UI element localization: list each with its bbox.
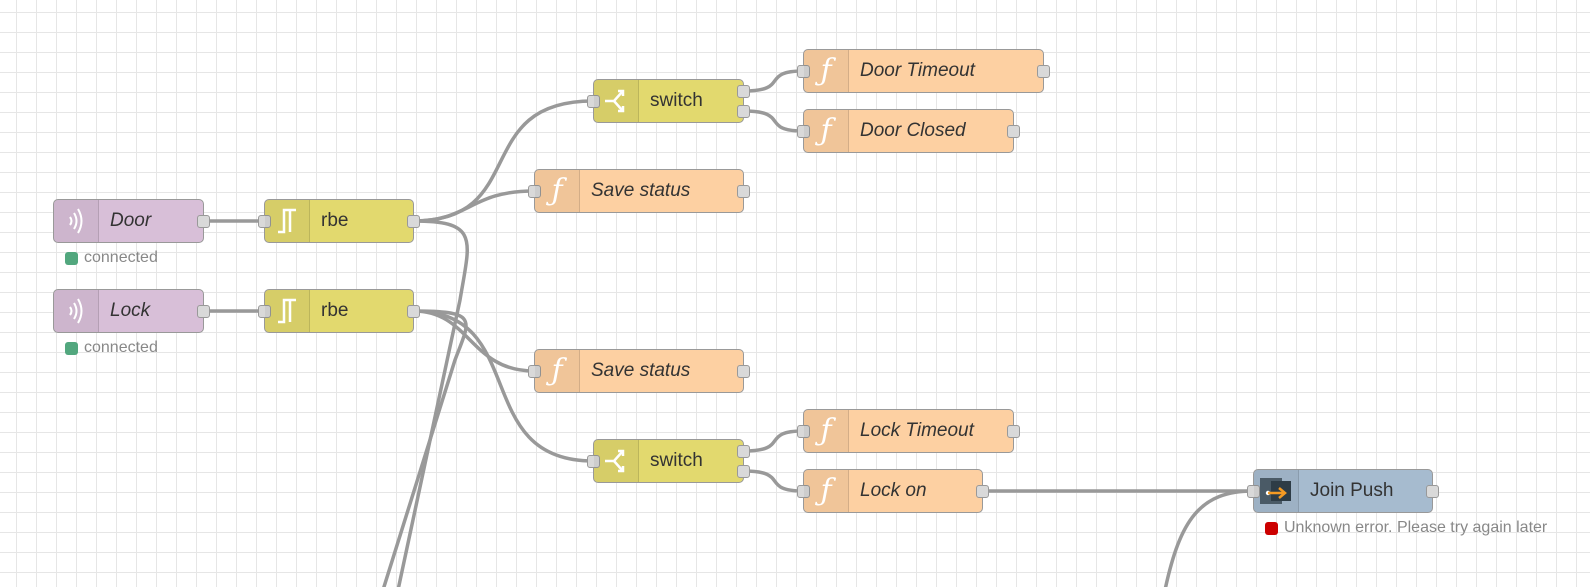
wire-rbe-door-down	[396, 219, 469, 587]
status-text: connected	[84, 339, 158, 356]
input-port[interactable]	[587, 455, 600, 468]
node-switch-lock[interactable]: switch	[587, 439, 750, 483]
node-label: Door Timeout	[860, 60, 975, 81]
node-function-door-timeout[interactable]: ƒ Door Timeout	[797, 49, 1050, 93]
function-icon: ƒ	[535, 350, 580, 392]
output-port[interactable]	[407, 305, 420, 318]
output-port[interactable]	[1007, 425, 1020, 438]
output-port-2[interactable]	[737, 465, 750, 478]
output-port[interactable]	[1007, 125, 1020, 138]
output-port[interactable]	[737, 365, 750, 378]
join-push-icon	[1254, 470, 1299, 512]
output-port[interactable]	[197, 305, 210, 318]
input-port[interactable]	[528, 185, 541, 198]
rbe-icon	[265, 290, 310, 332]
node-function-lock-on[interactable]: ƒ Lock on	[797, 469, 989, 513]
wire-rbe-lock-down	[382, 309, 468, 587]
wire-rbe-lock-switch	[413, 309, 594, 463]
input-port[interactable]	[258, 305, 271, 318]
node-function-save-status-door[interactable]: ƒ Save status	[528, 169, 750, 213]
wire-switch-door-timeout	[743, 69, 804, 93]
node-function-door-closed[interactable]: ƒ Door Closed	[797, 109, 1020, 153]
wire-switch-door-closed	[743, 109, 804, 133]
wire-rbe-door-save	[413, 189, 535, 223]
status-text: Unknown error. Please try again later	[1284, 519, 1548, 536]
status-dot-icon	[1265, 521, 1278, 535]
status-lock: connected	[65, 339, 158, 357]
mqtt-icon	[54, 200, 99, 242]
output-port[interactable]	[1426, 485, 1439, 498]
function-icon: ƒ	[535, 170, 580, 212]
wire-rbe-lock-save	[413, 309, 535, 373]
output-port[interactable]	[407, 215, 420, 228]
input-port[interactable]	[797, 425, 810, 438]
function-icon: ƒ	[804, 110, 849, 152]
node-label: Join Push	[1310, 480, 1394, 501]
input-port[interactable]	[797, 485, 810, 498]
wire-switch-lock-timeout	[743, 429, 804, 453]
switch-icon	[594, 80, 639, 122]
output-port-1[interactable]	[737, 85, 750, 98]
node-label: Save status	[591, 180, 691, 201]
input-port[interactable]	[1247, 485, 1260, 498]
node-function-save-status-lock[interactable]: ƒ Save status	[528, 349, 750, 393]
wire-switch-lock-on	[743, 469, 804, 493]
switch-icon	[594, 440, 639, 482]
node-label: Lock Timeout	[860, 420, 974, 441]
status-dot-icon	[65, 251, 78, 265]
function-icon: ƒ	[804, 410, 849, 452]
status-door: connected	[65, 249, 158, 267]
node-rbe-lock[interactable]: rbe	[258, 289, 420, 333]
input-port[interactable]	[797, 125, 810, 138]
status-join-push: Unknown error. Please try again later	[1265, 519, 1547, 537]
input-port[interactable]	[528, 365, 541, 378]
input-port[interactable]	[587, 95, 600, 108]
node-label: Save status	[591, 360, 691, 381]
output-port[interactable]	[976, 485, 989, 498]
output-port-1[interactable]	[737, 445, 750, 458]
mqtt-icon	[54, 290, 99, 332]
status-dot-icon	[65, 341, 78, 355]
status-text: connected	[84, 249, 158, 266]
node-label: Lock on	[860, 480, 927, 501]
node-label: switch	[650, 90, 703, 111]
node-label: Door Closed	[860, 120, 966, 141]
node-rbe-door[interactable]: rbe	[258, 199, 420, 243]
node-label: switch	[650, 450, 703, 471]
input-port[interactable]	[797, 65, 810, 78]
wire-joinpush-incoming	[1163, 489, 1254, 587]
output-port[interactable]	[737, 185, 750, 198]
output-port[interactable]	[197, 215, 210, 228]
node-join-push[interactable]: Join Push	[1247, 469, 1439, 513]
node-function-lock-timeout[interactable]: ƒ Lock Timeout	[797, 409, 1020, 453]
node-label: rbe	[321, 300, 349, 321]
node-switch-door[interactable]: switch	[587, 79, 750, 123]
node-label: Lock	[110, 300, 151, 321]
output-port-2[interactable]	[737, 105, 750, 118]
input-port[interactable]	[258, 215, 271, 228]
node-door-mqtt-in[interactable]: Door	[53, 199, 210, 243]
node-label: rbe	[321, 210, 349, 231]
function-icon: ƒ	[804, 50, 849, 92]
node-label: Door	[110, 210, 152, 231]
function-icon: ƒ	[804, 470, 849, 512]
output-port[interactable]	[1037, 65, 1050, 78]
node-lock-mqtt-in[interactable]: Lock	[53, 289, 210, 333]
rbe-icon	[265, 200, 310, 242]
